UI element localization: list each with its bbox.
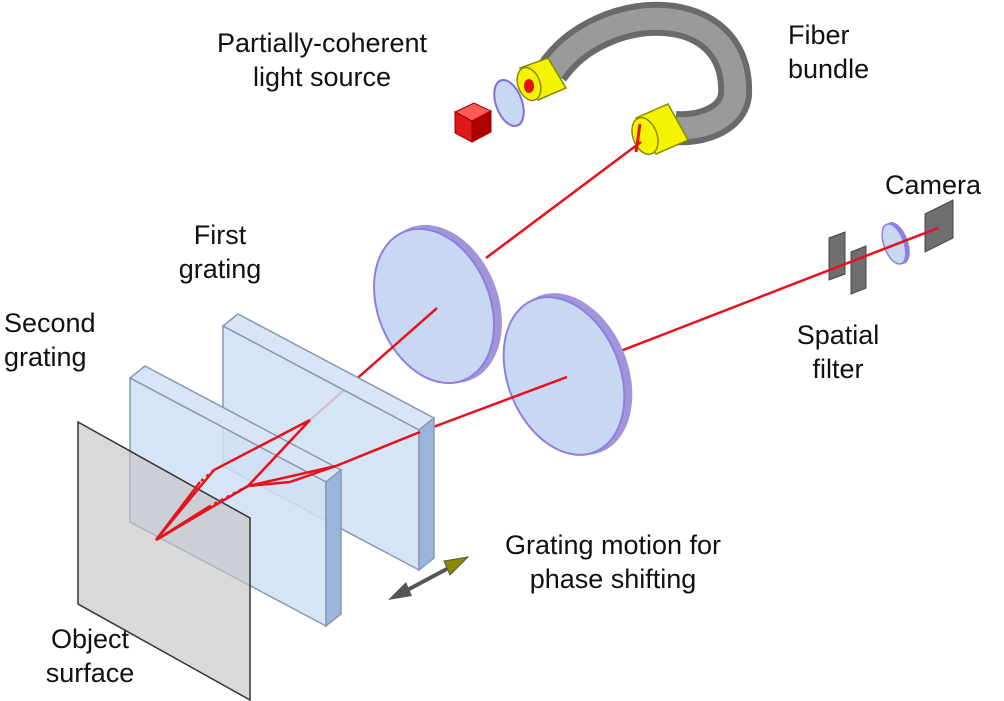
fiber-bundle-label: Fiber bundle — [788, 18, 888, 86]
object-surface-label: Object surface — [30, 622, 150, 690]
light-source-label-line2: light source — [252, 62, 392, 92]
beam-fiber-to-lens — [485, 140, 642, 260]
first-grating-label-line1: First — [193, 220, 247, 250]
second-grating-label: Second grating — [4, 306, 134, 374]
first-grating-label: First grating — [160, 218, 280, 286]
camera-label-text: Camera — [885, 170, 982, 200]
second-grating-label-line1: Second — [4, 308, 96, 338]
fiber-bundle — [537, 1, 753, 146]
second-grating-label-line2: grating — [4, 342, 87, 372]
grating-motion-label-line2: phase shifting — [529, 564, 697, 594]
object-surface-label-line1: Object — [50, 624, 130, 654]
first-grating-label-line2: grating — [178, 254, 262, 284]
fiber-connector-input — [516, 57, 568, 102]
source-lens — [493, 79, 525, 127]
spatial-filter-label-line1: Spatial — [796, 320, 880, 350]
spatial-filter-label: Spatial filter — [778, 318, 898, 386]
object-surface-plate — [77, 420, 251, 701]
red-cube-icon — [453, 102, 493, 143]
light-source-label-line1: Partially-coherent — [216, 28, 428, 58]
large-lens-1 — [373, 224, 502, 385]
first-grating — [221, 313, 436, 572]
beam-grating-to-lens2 — [419, 375, 568, 434]
grating-motion-label-line1: Grating motion for — [504, 530, 722, 560]
fiber-bundle-label-line1: Fiber — [788, 20, 850, 50]
second-grating — [128, 365, 343, 628]
grating-beams-dotted — [199, 469, 249, 508]
light-source-label: Partially-coherent light source — [186, 26, 458, 94]
grating-motion-label: Grating motion for phase shifting — [468, 528, 758, 596]
beam-lens2-to-camera — [617, 226, 939, 354]
spatial-filter-label-line2: filter — [812, 354, 864, 384]
camera-label: Camera — [885, 168, 1003, 202]
object-surface-label-line2: surface — [45, 658, 135, 688]
fiber-bundle-label-line2: bundle — [788, 54, 870, 84]
large-lens-2 — [502, 293, 633, 456]
grating-beams — [155, 418, 421, 542]
camera — [924, 199, 954, 253]
double-headed-arrow-icon — [388, 556, 470, 600]
